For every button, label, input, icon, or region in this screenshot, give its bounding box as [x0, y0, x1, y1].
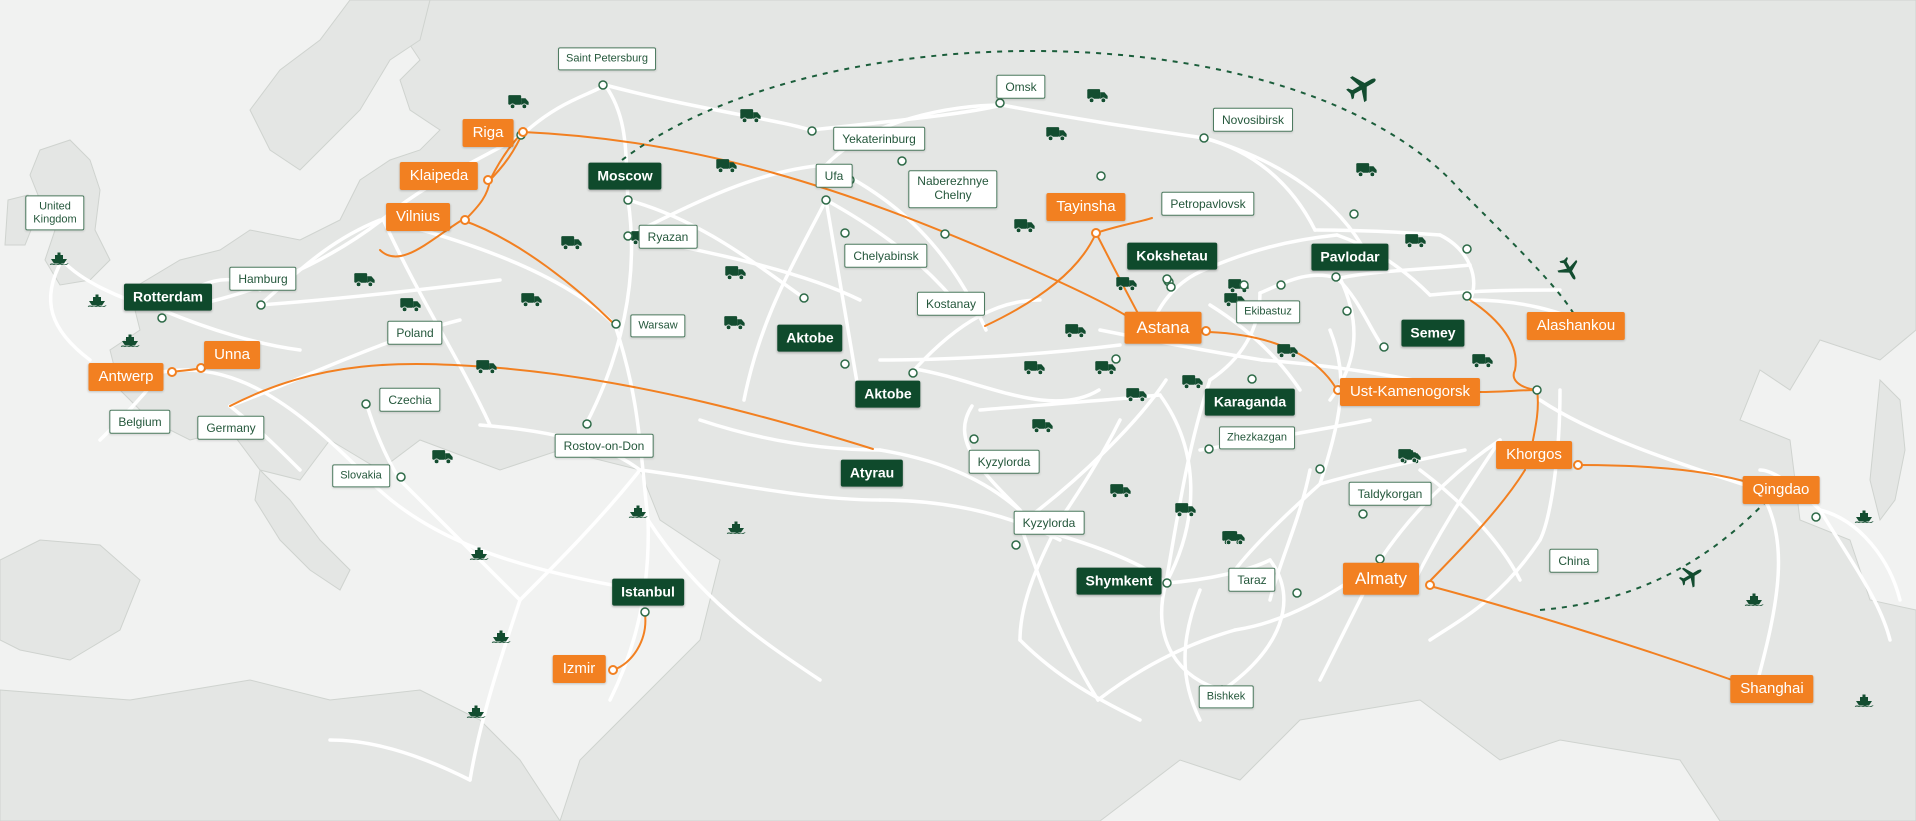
city-label-kyzylorda-1: Kyzylorda: [968, 449, 1040, 475]
city-label-chelyabinsk: Chelyabinsk: [844, 243, 928, 269]
city-label-shymkent: Shymkent: [1076, 567, 1162, 595]
city-label-united-kingdom: United Kingdom: [25, 195, 85, 231]
city-label-rotterdam: Rotterdam: [123, 283, 213, 311]
city-label-pavlodar: Pavlodar: [1311, 243, 1389, 271]
city-label-petropavlovsk: Petropavlovsk: [1161, 191, 1255, 217]
city-label-qingdao: Qingdao: [1742, 476, 1820, 504]
city-label-izmir: Izmir: [552, 655, 606, 683]
city-label-poland: Poland: [387, 320, 443, 346]
city-label-almaty: Almaty: [1343, 562, 1419, 596]
primary-routes: [171, 131, 1773, 691]
city-label-unna: Unna: [204, 341, 260, 369]
city-label-naberezhnye-chelny: Naberezhnye Chelny: [908, 170, 998, 208]
route-riga-astana: [522, 131, 1148, 331]
route-kostanay-tayinsha: [984, 232, 1097, 327]
city-label-hamburg: Hamburg: [229, 266, 297, 292]
route-almaty-shanghai: [1429, 585, 1761, 691]
city-label-klaipeda: Klaipeda: [399, 162, 479, 190]
city-label-vilnius: Vilnius: [386, 203, 450, 231]
city-label-aktobe-2: Aktobe: [855, 380, 921, 408]
city-label-yekaterinburg: Yekaterinburg: [833, 126, 925, 152]
land-japan: [1869, 378, 1906, 522]
city-label-alashankou: Alashankou: [1526, 312, 1626, 340]
city-label-riga: Riga: [462, 119, 514, 147]
city-markers: [157, 80, 1821, 695]
land-iberia: [0, 539, 141, 661]
land-italy: [254, 468, 351, 591]
route-istanbul-izmir: [612, 613, 647, 671]
city-label-warsaw: Warsaw: [630, 314, 686, 338]
city-label-saint-petersburg: Saint Petersburg: [558, 47, 656, 71]
city-label-bishkek: Bishkek: [1198, 685, 1254, 709]
city-label-zhezkazgan: Zhezkazgan: [1219, 426, 1295, 450]
city-label-tayinsha: Tayinsha: [1046, 193, 1126, 221]
city-label-shanghai: Shanghai: [1730, 675, 1814, 703]
city-label-karaganda: Karaganda: [1204, 388, 1296, 416]
air-route-south: [1539, 491, 1776, 611]
city-label-kostanay: Kostanay: [916, 291, 986, 317]
city-label-rostov-on-don: Rostov-on-Don: [554, 433, 654, 459]
city-label-semey: Semey: [1401, 319, 1465, 347]
route-unna-atyrau: [229, 362, 874, 450]
city-label-antwerp: Antwerp: [88, 363, 164, 391]
city-label-kyzylorda-2: Kyzylorda: [1013, 510, 1085, 536]
city-label-khorgos: Khorgos: [1496, 441, 1572, 469]
city-label-astana: Astana: [1124, 311, 1202, 345]
city-label-taraz: Taraz: [1228, 567, 1276, 593]
city-label-ufa: Ufa: [815, 163, 853, 189]
air-routes: [621, 50, 1776, 611]
route-khorgos-almaty: [1429, 469, 1526, 582]
city-label-ust-kamenogorsk: Ust-Kamenogorsk: [1339, 378, 1481, 406]
city-label-china: China: [1549, 548, 1599, 574]
land-scandinavia: [249, 0, 431, 171]
city-label-germany: Germany: [197, 415, 265, 441]
city-label-novosibirsk: Novosibirsk: [1212, 107, 1294, 133]
city-label-moscow: Moscow: [588, 162, 662, 190]
route-vilnius-warsaw: [461, 219, 616, 326]
city-label-omsk: Omsk: [996, 74, 1046, 100]
route-vilnius-unna: [379, 219, 463, 258]
city-label-czechia: Czechia: [379, 387, 441, 413]
city-label-istanbul: Istanbul: [612, 578, 684, 606]
city-label-ekibastuz: Ekibastuz: [1236, 300, 1300, 324]
route-china-border: [1469, 299, 1538, 391]
city-label-belgium: Belgium: [109, 409, 171, 435]
city-label-taldykorgan: Taldykorgan: [1348, 481, 1432, 507]
city-label-slovakia: Slovakia: [332, 464, 390, 488]
land-north-africa: [0, 679, 561, 821]
city-label-aktobe-1: Aktobe: [777, 324, 843, 352]
route-tayinsha-petropavlovsk: [1095, 217, 1153, 234]
city-label-atyrau: Atyrau: [840, 459, 904, 487]
city-label-kokshetau: Kokshetau: [1127, 242, 1217, 270]
city-label-ryazan: Ryazan: [638, 224, 698, 250]
air-route-north: [621, 50, 1583, 331]
